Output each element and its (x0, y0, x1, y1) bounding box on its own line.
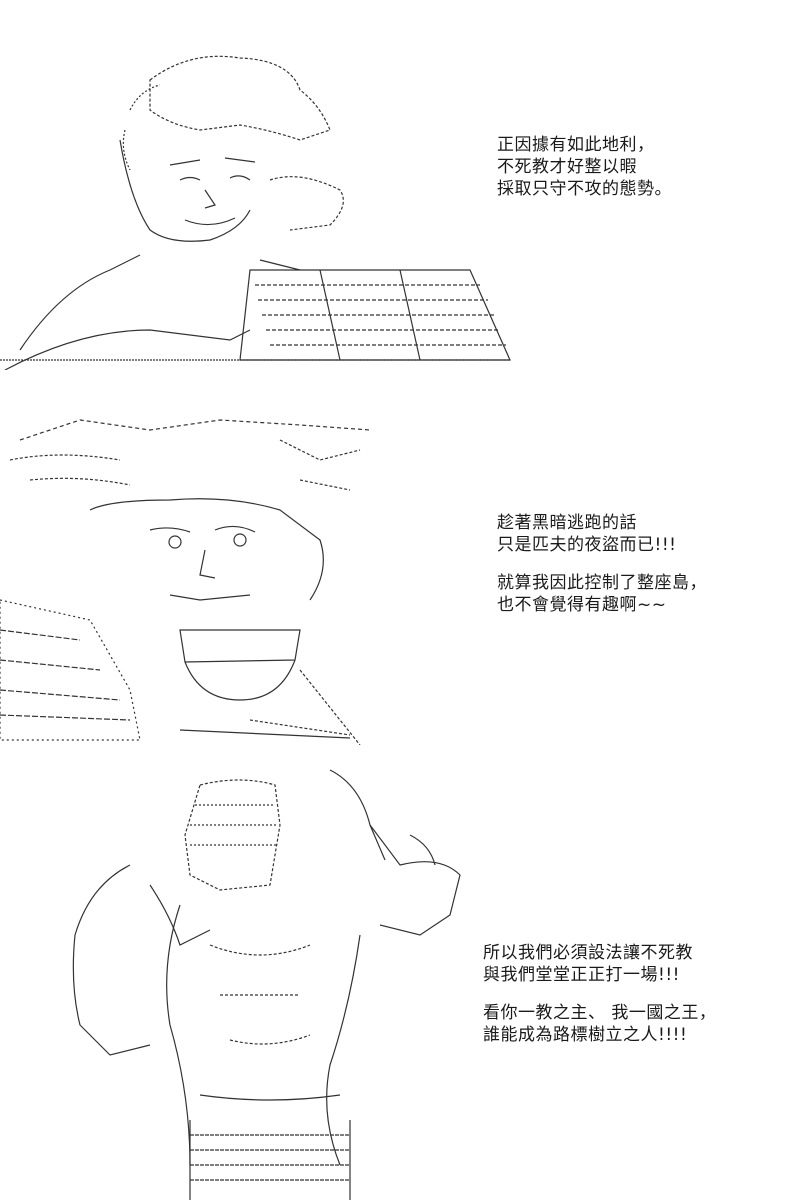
caption-line: 與我們堂堂正正打一場!!! (483, 965, 680, 985)
caption-line: 看你一教之主、 我一國之王， (483, 1003, 717, 1023)
caption-panel-2: 趁著黑暗逃跑的話 只是匹夫的夜盜而已!!! 就算我因此控制了整座島， 也不會覺得… (497, 512, 707, 616)
caption-line: 誰能成為路標樹立之人!!!! (483, 1025, 688, 1045)
caption-line: 趁著黑暗逃跑的話 (497, 513, 637, 533)
caption-gap (483, 986, 716, 1002)
ascii-art-man-with-hat (0, 400, 400, 745)
caption-line: 正因據有如此地利， (497, 135, 655, 155)
caption-gap (497, 556, 707, 572)
caption-line: 採取只守不攻的態勢。 (497, 179, 672, 199)
caption-line: 只是匹夫的夜盜而已!!! (497, 535, 677, 555)
caption-panel-1: 正因據有如此地利， 不死教才好整以暇 採取只守不攻的態勢。 (497, 134, 672, 200)
caption-line: 就算我因此控制了整座島， (497, 573, 707, 593)
ascii-art-man-at-desk (0, 30, 520, 370)
caption-line: 也不會覺得有趣啊~~ (497, 595, 667, 615)
caption-line: 所以我們必須設法讓不死教 (483, 943, 693, 963)
panel-3: 所以我們必須設法讓不死教 與我們堂堂正正打一場!!! 看你一教之主、 我一國之王… (0, 765, 800, 1200)
panel-2: 趁著黑暗逃跑的話 只是匹夫的夜盜而已!!! 就算我因此控制了整座島， 也不會覺得… (0, 400, 800, 750)
panel-1: 正因據有如此地利， 不死教才好整以暇 採取只守不攻的態勢。 (0, 30, 800, 380)
ascii-art-flexing-man (40, 765, 480, 1200)
caption-line: 不死教才好整以暇 (497, 157, 637, 177)
caption-panel-3: 所以我們必須設法讓不死教 與我們堂堂正正打一場!!! 看你一教之主、 我一國之王… (483, 942, 716, 1046)
